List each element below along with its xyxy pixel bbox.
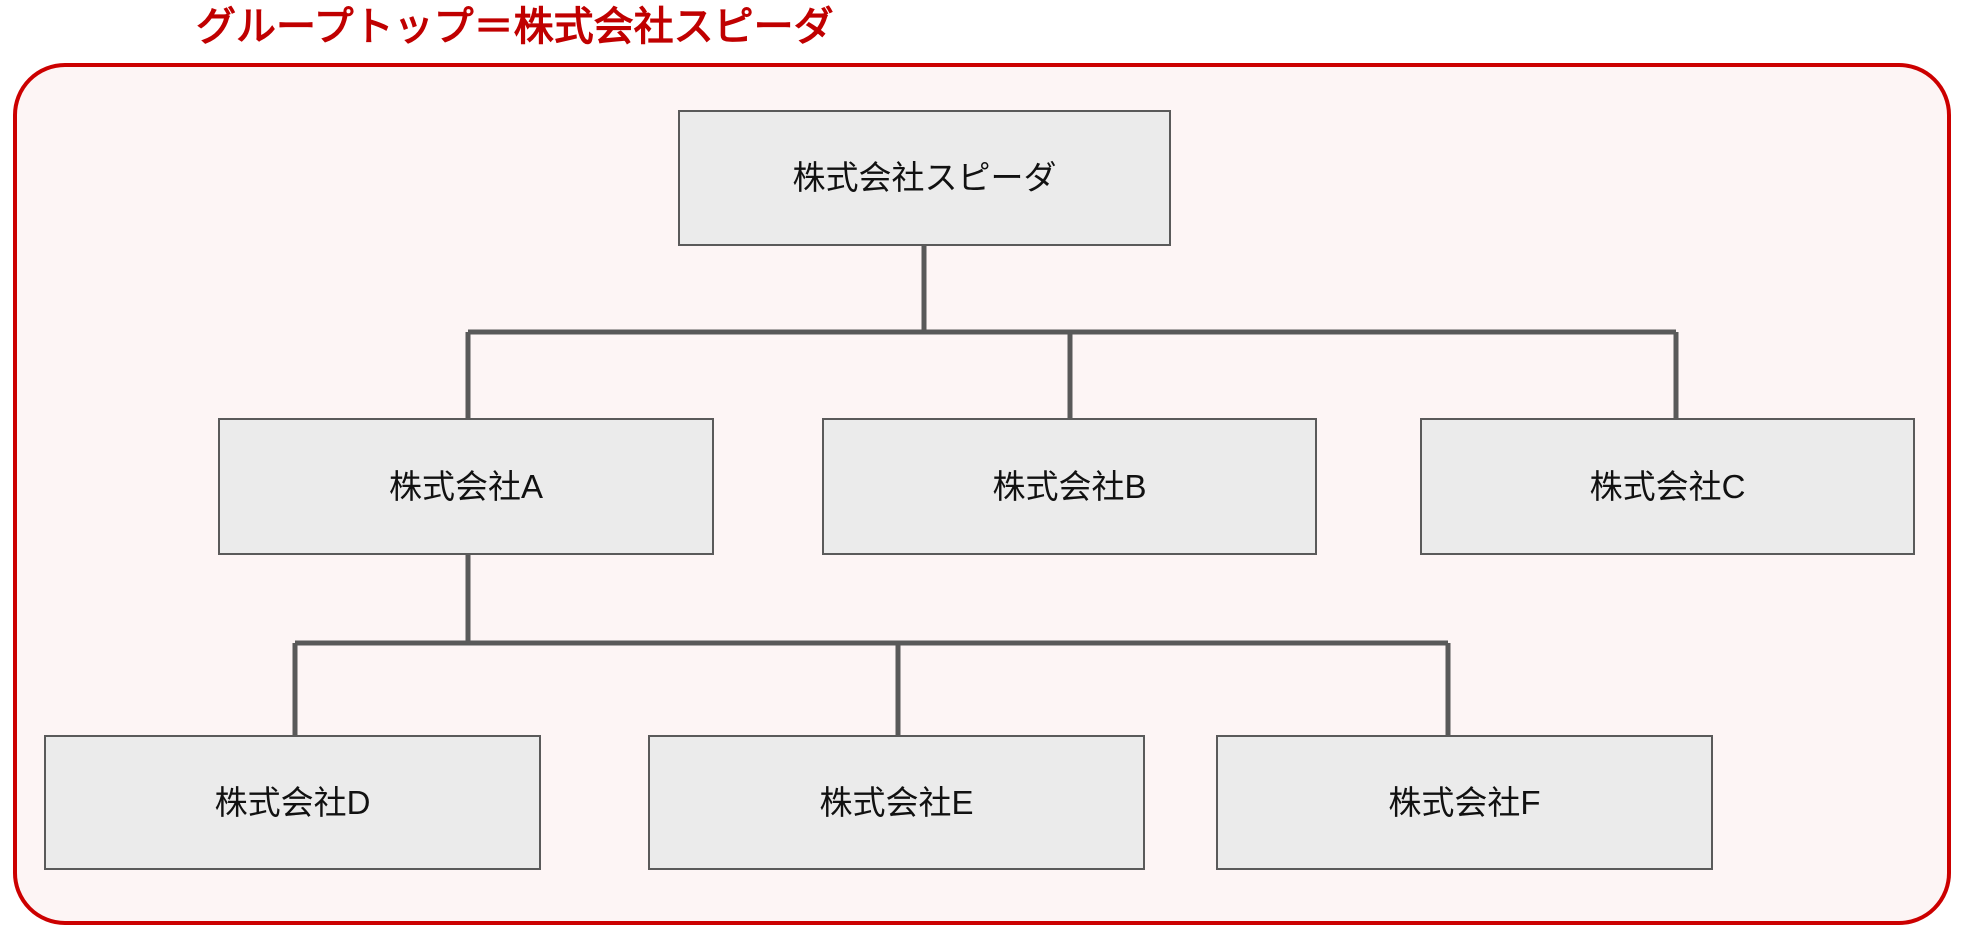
node-label: 株式会社C [1589, 467, 1746, 505]
node-label: 株式会社A [388, 467, 543, 505]
node-company-d[interactable]: 株式会社D [44, 735, 541, 870]
node-company-e[interactable]: 株式会社E [648, 735, 1145, 870]
node-root-company[interactable]: 株式会社スピーダ [678, 110, 1171, 246]
node-company-f[interactable]: 株式会社F [1216, 735, 1713, 870]
node-company-c[interactable]: 株式会社C [1420, 418, 1915, 555]
node-label: 株式会社D [214, 783, 371, 821]
node-label: 株式会社スピーダ [792, 159, 1057, 197]
page-title: グループトップ＝株式会社スピーダ [196, 5, 834, 49]
node-company-a[interactable]: 株式会社A [218, 418, 714, 555]
node-label: 株式会社E [819, 783, 974, 821]
node-label: 株式会社F [1388, 783, 1541, 821]
node-company-b[interactable]: 株式会社B [822, 418, 1317, 555]
node-label: 株式会社B [992, 467, 1147, 505]
